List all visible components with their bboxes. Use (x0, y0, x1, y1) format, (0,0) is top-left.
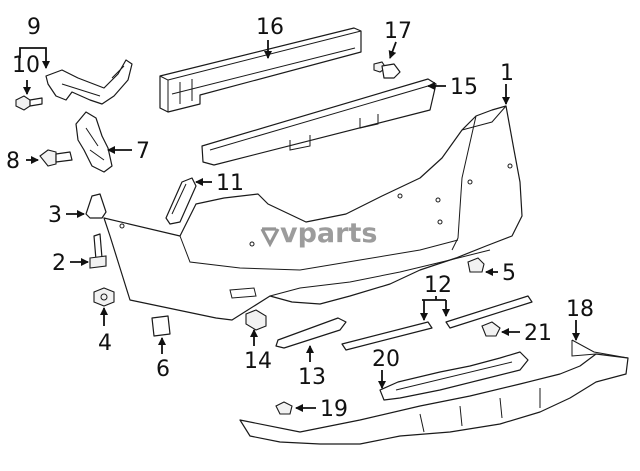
callout-10: 10 (12, 53, 40, 78)
side-bracket-lower (75, 111, 113, 173)
callout-7: 7 (136, 139, 150, 164)
callout-21: 21 (524, 321, 552, 346)
screw-19 (275, 401, 293, 415)
callout-2: 2 (52, 251, 66, 276)
callout-18: 18 (566, 297, 594, 322)
bolt-10 (15, 95, 43, 111)
clip-5 (467, 257, 485, 273)
callout-numbers: 9 10 16 17 15 1 7 8 11 3 2 4 6 5 12 14 1… (6, 15, 594, 422)
watermark: vparts (260, 218, 377, 249)
callout-12: 12 (424, 273, 452, 298)
callout-13: 13 (298, 365, 326, 390)
diffuser-18 (239, 339, 629, 445)
watermark-logo-mark (260, 227, 280, 248)
callout-8: 8 (6, 149, 20, 174)
callout-16: 16 (256, 15, 284, 40)
clip-14 (245, 309, 267, 331)
bolt-2 (89, 233, 107, 269)
callout-5: 5 (502, 261, 516, 286)
bumper-cover (103, 105, 523, 321)
watermark-text: vparts (280, 218, 377, 249)
clip-8 (39, 149, 73, 167)
lower-bracket-20 (379, 351, 529, 401)
side-bracket-upper (45, 59, 133, 105)
callout-3: 3 (48, 203, 62, 228)
screw-17 (373, 61, 401, 79)
reinforcement-bar (159, 27, 362, 113)
screw-21 (481, 321, 501, 337)
callout-1: 1 (500, 61, 514, 86)
callout-14: 14 (244, 349, 272, 374)
callout-19: 19 (320, 397, 348, 422)
callout-20: 20 (372, 347, 400, 372)
retainer-3 (85, 193, 107, 219)
leader-lines (19, 40, 580, 412)
reflector-13 (275, 317, 347, 349)
molding-12 (341, 295, 533, 351)
callout-6: 6 (156, 357, 170, 382)
reflector-11 (165, 177, 197, 225)
energy-absorber (201, 78, 437, 166)
callout-17: 17 (384, 19, 412, 44)
pad-6 (151, 315, 171, 337)
callout-15: 15 (450, 75, 478, 100)
callout-4: 4 (98, 331, 112, 356)
callout-11: 11 (216, 171, 244, 196)
callout-9: 9 (27, 15, 41, 40)
clip-4 (93, 287, 115, 307)
